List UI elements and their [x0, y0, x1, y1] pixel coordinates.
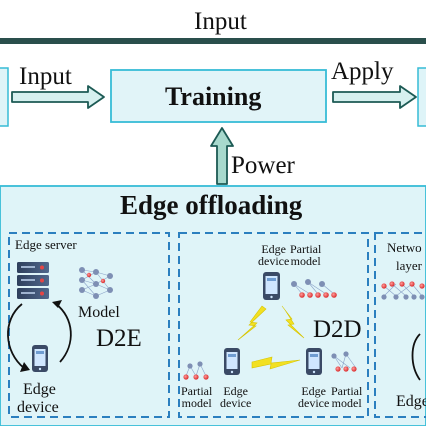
server-icon — [17, 262, 49, 299]
power-arrow — [210, 127, 234, 185]
model-label: Model — [78, 304, 120, 321]
input-top-label: Input — [194, 8, 247, 35]
partial-model-icon-top — [291, 279, 337, 298]
input-bar — [0, 38, 426, 44]
d2e-device-label: device — [17, 399, 59, 416]
training-box — [110, 69, 327, 123]
apply-label: Apply — [331, 58, 394, 85]
network-layer-icon — [381, 281, 425, 300]
input-left-label: Input — [19, 63, 72, 90]
phone-icon-d2d-top — [263, 272, 280, 300]
left-stage-box — [0, 67, 9, 127]
partial-model-icon-left — [183, 361, 209, 380]
d2e-cycle-arrow-right — [55, 303, 72, 363]
d2d-left-edge-device-label: Edge device — [220, 384, 252, 410]
d2d-label: D2D — [313, 316, 362, 343]
lightning-icon-right — [281, 305, 305, 339]
d2d-left-partial-model-label: Partial model — [181, 384, 213, 410]
d2d-panel — [178, 232, 369, 418]
edge-offloading-title: Edge offloading — [120, 190, 303, 220]
d2e-edge-label: Edge — [23, 381, 56, 398]
network-cycle-arrow — [411, 333, 421, 381]
d2d-right-edge-device-label: Edge device — [298, 384, 330, 410]
network-panel — [374, 232, 426, 418]
phone-icon-d2d-left — [224, 348, 240, 375]
phone-icon-d2d-right — [306, 348, 322, 375]
edge-server-label: Edge server — [15, 237, 77, 252]
input-arrow — [11, 85, 105, 109]
neural-network-icon — [79, 267, 113, 299]
power-label: Power — [231, 152, 295, 179]
partial-model-icon-right — [331, 351, 357, 372]
right-stage-box — [417, 67, 426, 127]
d2e-cycle-arrowhead-right — [52, 300, 62, 308]
d2d-top-partial-model-label: Partial model — [290, 242, 322, 268]
d2e-cycle-arrow-left — [7, 303, 25, 369]
d2e-cycle-arrowhead-left — [20, 362, 30, 372]
network-edge-label: Edge — [396, 393, 426, 410]
d2e-panel — [8, 232, 170, 418]
d2d-right-partial-model-label: Partial model — [331, 384, 363, 410]
network-label-line1: Netwo — [387, 240, 422, 255]
edge-offloading-panel — [0, 185, 426, 426]
network-label-line2: layer — [396, 258, 422, 273]
d2e-label: D2E — [96, 325, 142, 352]
lightning-icon-bottom — [251, 356, 301, 370]
training-label: Training — [165, 82, 262, 111]
lightning-icon-left — [237, 305, 267, 341]
apply-arrow — [332, 85, 417, 109]
d2d-top-edge-device-label: Edge device — [258, 242, 290, 268]
phone-icon-d2e — [32, 345, 48, 372]
